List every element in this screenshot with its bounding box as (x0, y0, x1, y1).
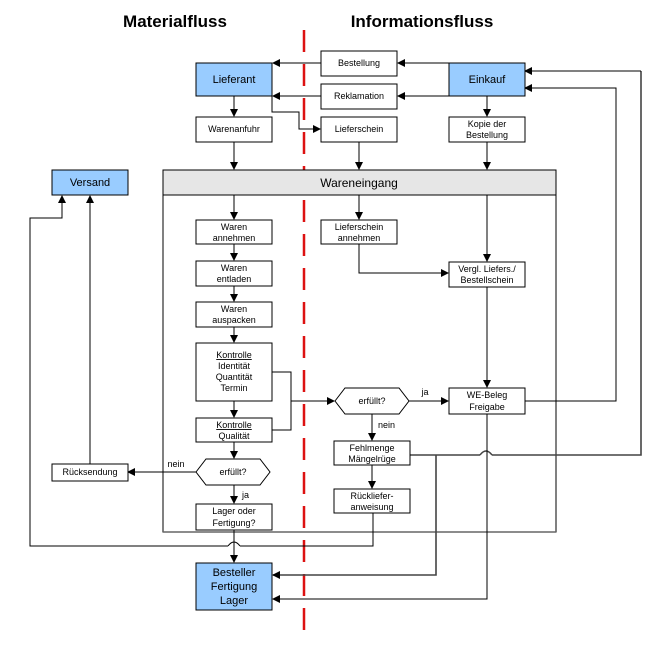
node-lieferschein-annehmen (320, 219, 398, 245)
node-waren-auspacken (195, 301, 273, 328)
node-lieferschein-annehmen-line2: annehmen (338, 233, 381, 243)
node-kontrolle-1-line3: Termin (220, 383, 247, 393)
node-waren-annehmen-line2: annehmen (213, 233, 256, 243)
node-lager-line2: Fertigung? (212, 518, 255, 528)
decision-erfuellt-left-label: erfüllt? (219, 467, 246, 477)
node-kopie-line1: Kopie der (468, 119, 507, 129)
edge-webeleg-einkauf (524, 84, 617, 402)
node-lieferschein (320, 116, 398, 143)
header-materialfluss: Materialfluss (123, 12, 227, 31)
edge-label-nein-right: nein (378, 420, 395, 430)
node-versand (51, 169, 129, 196)
node-lieferschein-annehmen-line1: Lieferschein (335, 222, 384, 232)
node-lieferschein-label: Lieferschein (335, 124, 384, 134)
node-vergl (448, 261, 526, 288)
node-waren-annehmen (195, 219, 273, 245)
edge-label-ja-right: ja (420, 387, 428, 397)
node-rueckliefer-line2: anweisung (350, 502, 393, 512)
node-webeleg-line2: Freigabe (469, 402, 505, 412)
node-waren-entladen (195, 260, 273, 287)
node-reklamation-label: Reklamation (334, 91, 384, 101)
node-waren-entladen-line2: entladen (217, 274, 252, 284)
node-besteller (195, 562, 273, 611)
node-kontrolle-2-line1: Qualität (218, 431, 250, 441)
node-waren-auspacken-line2: auspacken (212, 315, 256, 325)
node-kopie-line2: Bestellung (466, 130, 508, 140)
wareneingang-header (162, 169, 557, 196)
node-webeleg-line1: WE-Beleg (467, 390, 508, 400)
edge-fehlmenge-besteller (272, 455, 437, 579)
decision-erfuellt-right-label: erfüllt? (358, 396, 385, 406)
edge-rueckliefer-loop-hop (227, 541, 241, 547)
edge-label-nein-left: nein (167, 459, 184, 469)
node-kontrolle-1-line1: Identität (218, 361, 251, 371)
node-fehlmenge-line1: Fehlmenge (349, 443, 394, 453)
node-lieferant (195, 62, 273, 97)
node-warenanfuhr (195, 116, 273, 143)
node-rueckliefer (333, 488, 411, 514)
edge-fehlmenge-hop (479, 450, 493, 456)
edge-lieferant-lieferschein (271, 96, 321, 133)
node-fehlmenge-line2: Mängelrüge (348, 454, 396, 464)
node-rueckliefer-line1: Rückliefer- (350, 491, 393, 501)
node-kontrolle-1-title: Kontrolle (216, 350, 252, 360)
node-ruecksendung-label: Rücksendung (62, 467, 117, 477)
node-einkauf-label: Einkauf (469, 74, 507, 86)
node-bestellung-label: Bestellung (338, 58, 380, 68)
node-vergl-line1: Vergl. Liefers./ (458, 264, 516, 274)
node-bestellung (320, 50, 398, 77)
wareneingang-label: Wareneingang (320, 176, 398, 190)
node-kontrolle-1-line2: Quantität (216, 372, 253, 382)
node-webeleg (448, 387, 526, 415)
decision-erfuellt-left (195, 458, 271, 486)
node-besteller-line2: Fertigung (211, 581, 257, 593)
node-waren-auspacken-line1: Waren (221, 304, 247, 314)
edge-rueckliefer-versand (29, 195, 228, 547)
node-versand-label: Versand (70, 177, 110, 189)
node-besteller-line1: Besteller (213, 567, 256, 579)
node-warenanfuhr-label: Warenanfuhr (208, 124, 260, 134)
node-lager-line1: Lager oder (212, 506, 256, 516)
node-besteller-line3: Lager (220, 595, 248, 607)
header-informationsfluss: Informationsfluss (351, 12, 494, 31)
edge-label-ja-left: ja (241, 490, 249, 500)
edge-kontrolle-bracket (272, 371, 292, 431)
node-waren-entladen-line1: Waren (221, 263, 247, 273)
edge-fehlmenge-right-b (492, 71, 642, 456)
node-kontrolle-2-title: Kontrolle (216, 420, 252, 430)
node-waren-annehmen-line1: Waren (221, 222, 247, 232)
node-lieferant-label: Lieferant (213, 74, 256, 86)
node-fehlmenge (333, 440, 411, 466)
edge-lieferschein-vergl (358, 244, 449, 277)
node-einkauf (448, 62, 526, 97)
node-vergl-line2: Bestellschein (460, 275, 513, 285)
edge-rueckliefer-loop-a (240, 513, 374, 547)
edge-webeleg-besteller (272, 414, 488, 603)
